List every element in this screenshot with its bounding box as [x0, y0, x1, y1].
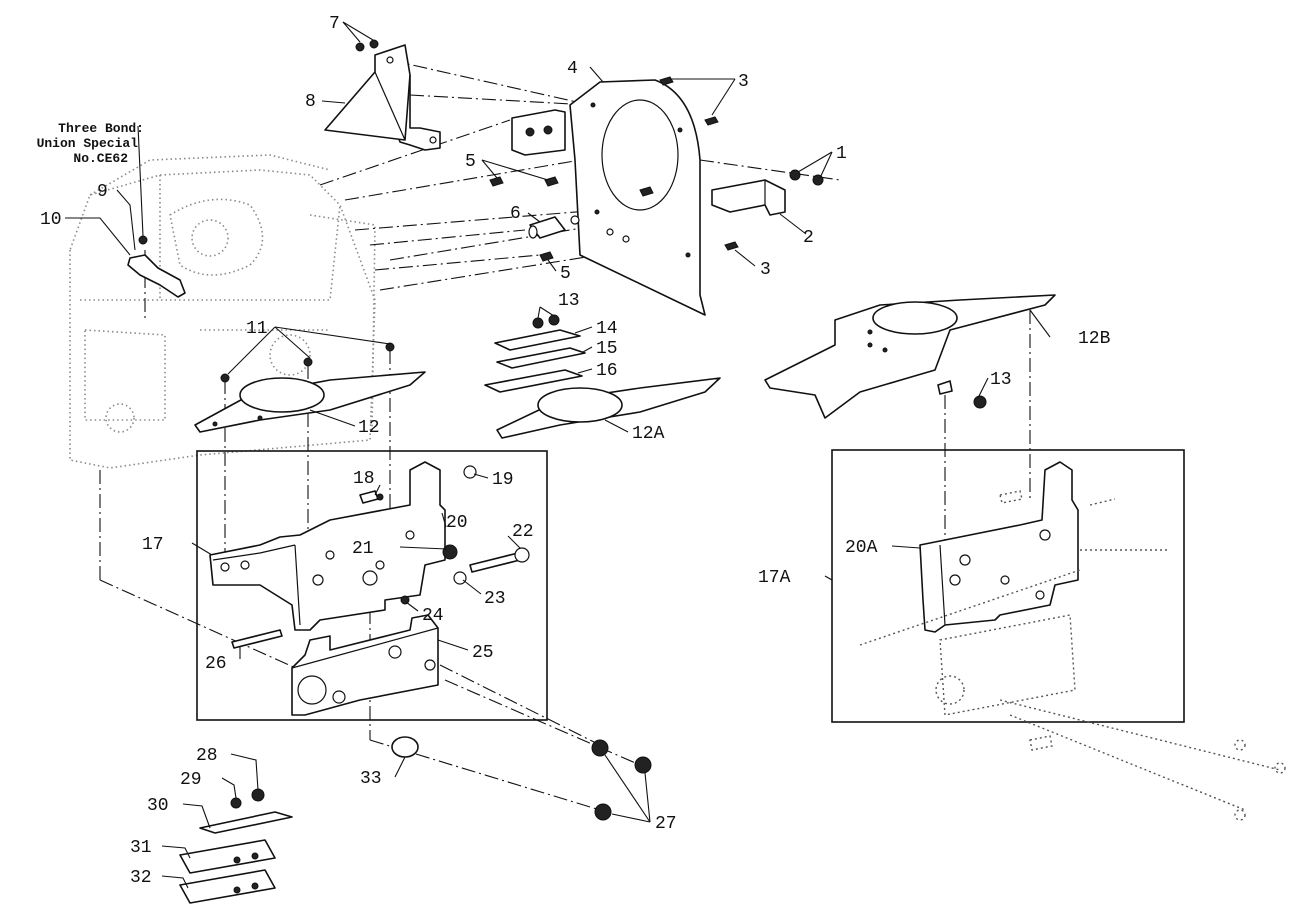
part-11-screws — [220, 342, 395, 383]
callout-33: 33 — [360, 769, 382, 789]
callout-20: 20 — [446, 513, 468, 533]
callout-11: 11 — [246, 319, 268, 339]
callout-12: 12 — [358, 418, 380, 438]
callout-18: 18 — [353, 469, 375, 489]
part-24-screw — [400, 595, 410, 605]
part-20-feed-dog-holder — [209, 461, 446, 631]
callout-5a: 5 — [465, 152, 476, 172]
callout-2: 2 — [803, 228, 814, 248]
note-line-2: Union Special — [37, 136, 139, 151]
callout-22: 22 — [512, 522, 534, 542]
part-5-screws — [489, 176, 654, 262]
part-27-screws — [591, 739, 652, 821]
part-4-plate — [569, 79, 706, 316]
note-line-3: No.CE62 — [73, 151, 128, 166]
callout-26: 26 — [205, 654, 227, 674]
part-3-screws — [659, 76, 739, 251]
callout-21: 21 — [352, 539, 374, 559]
part-6-stud — [528, 209, 630, 243]
callout-13a: 13 — [558, 291, 580, 311]
callout-3b: 3 — [760, 260, 771, 280]
part-2-bracket — [711, 179, 786, 216]
callout-8: 8 — [305, 92, 316, 112]
callout-16: 16 — [596, 361, 618, 381]
part-10-lever — [127, 235, 186, 298]
part-12-throat-plate — [194, 371, 426, 433]
detail-box-17 — [196, 450, 548, 721]
callout-29: 29 — [180, 770, 202, 790]
assembly-lines — [99, 59, 1031, 811]
part-12A-throat-plate — [496, 377, 721, 439]
part-12B-throat-plate — [764, 294, 1056, 419]
callout-9: 9 — [97, 182, 108, 202]
callout-24: 24 — [422, 606, 444, 626]
leader-lines — [65, 21, 1051, 889]
part-22-pin — [453, 547, 530, 585]
callout-12B: 12B — [1078, 329, 1111, 349]
callout-17A: 17A — [758, 568, 791, 588]
part-7-screws — [355, 39, 379, 52]
callout-32: 32 — [130, 868, 152, 888]
callout-23: 23 — [484, 589, 506, 609]
detail-box-17A — [831, 449, 1185, 723]
callout-1: 1 — [836, 144, 847, 164]
part-33-cap — [391, 736, 419, 758]
note-line-1: Three Bond: — [58, 121, 144, 136]
callout-12A: 12A — [632, 424, 665, 444]
callout-25: 25 — [472, 643, 494, 663]
callout-4: 4 — [567, 59, 578, 79]
callout-labels: 1 2 3 3 4 5 5 6 7 8 9 10 11 12 12A 12B 1… — [40, 14, 1111, 888]
callout-13b: 13 — [990, 370, 1012, 390]
parts-13-16-feed-set — [484, 314, 586, 393]
callout-5b: 5 — [560, 264, 571, 284]
part-20A-feed-dog-holder — [919, 461, 1079, 633]
parts-28-32-feed-set — [179, 788, 293, 904]
callout-3a: 3 — [738, 72, 749, 92]
callout-6: 6 — [510, 204, 521, 224]
machine-body-outline — [69, 154, 376, 469]
part-25-block — [291, 614, 439, 716]
part-26-pin — [231, 629, 283, 649]
callout-14: 14 — [596, 319, 618, 339]
callout-27: 27 — [655, 814, 677, 834]
callout-31: 31 — [130, 838, 152, 858]
callout-30: 30 — [147, 796, 169, 816]
callout-19: 19 — [492, 470, 514, 490]
callout-20A: 20A — [845, 538, 878, 558]
callout-17: 17 — [142, 535, 164, 555]
callout-10: 10 — [40, 210, 62, 230]
part-8-bracket — [324, 44, 441, 151]
ghost-parts-17A — [859, 490, 1286, 821]
sealant-note: Three Bond: Union Special No.CE62 — [37, 121, 144, 166]
part-1-screws — [789, 169, 824, 186]
callout-7: 7 — [329, 14, 340, 34]
callout-28: 28 — [196, 746, 218, 766]
callout-15: 15 — [596, 339, 618, 359]
spacer-block — [511, 109, 566, 156]
